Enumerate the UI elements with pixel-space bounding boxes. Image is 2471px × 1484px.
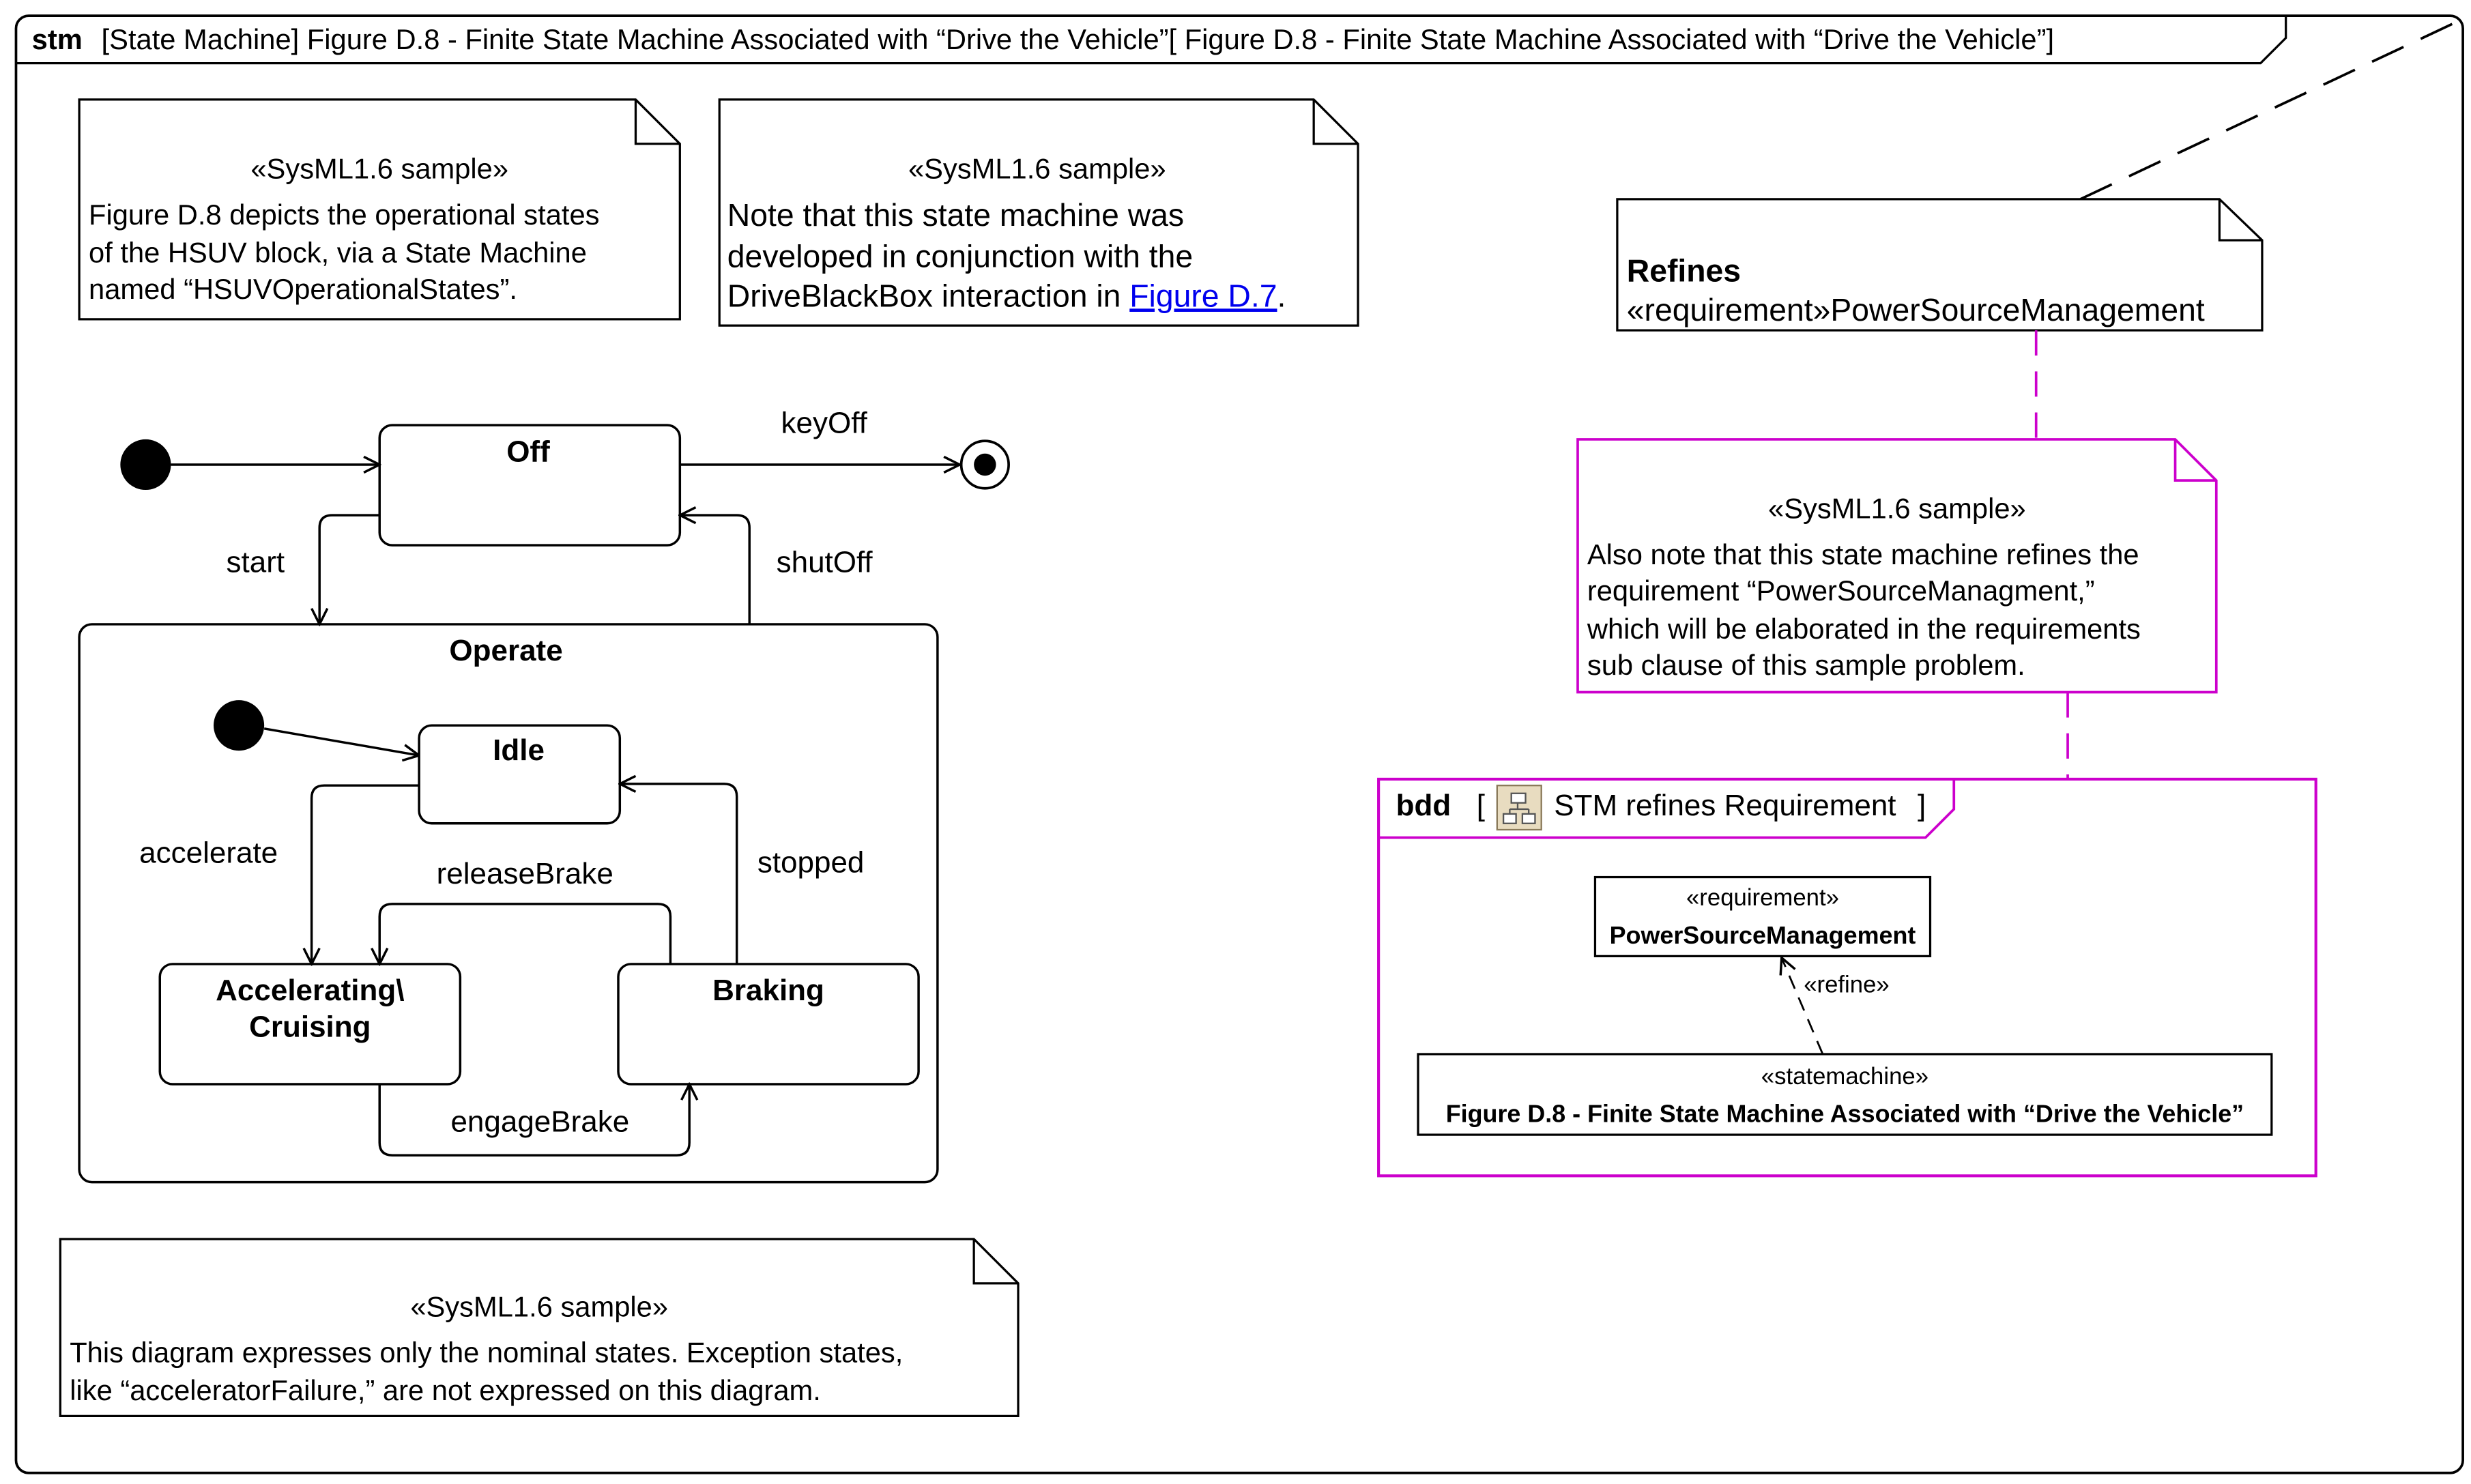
note-line: developed in conjunction with the	[727, 238, 1193, 274]
note-line: named “HSUVOperationalStates”.	[89, 273, 517, 305]
transition-releasebrake	[379, 903, 672, 964]
bdd-open-bracket: [	[1477, 789, 1485, 822]
refine-dependency	[1782, 958, 1824, 1055]
bdd-diagram-icon	[1496, 785, 1542, 831]
label-start: start	[227, 545, 285, 579]
transition-engagebrake	[378, 1084, 689, 1156]
note-line: Note that this state machine was	[727, 197, 1184, 233]
label-shutoff: shutOff	[777, 545, 873, 579]
bdd-keyword: bdd	[1396, 789, 1451, 822]
frame-title: [State Machine] Figure D.8 - Finite Stat…	[102, 23, 2055, 55]
label-stopped: stopped	[757, 846, 865, 879]
state-operate-name: Operate	[449, 634, 562, 667]
state-accelerating-cruising[interactable]: Accelerating\ Cruising	[158, 963, 462, 1086]
figure-d7-link[interactable]: Figure D.7	[1129, 278, 1277, 313]
note-nominal-states: «SysML1.6 sample» This diagram expresses…	[59, 1238, 1020, 1418]
label-engagebrake: engageBrake	[450, 1105, 629, 1138]
refine-label: «refine»	[1804, 972, 1890, 998]
note-text: DriveBlackBox interaction in	[727, 278, 1129, 313]
frame-keyword: stm	[32, 23, 83, 55]
transition-start	[319, 514, 380, 624]
requirement-stereotype: «requirement»	[1686, 885, 1839, 911]
note-line: This diagram expresses only the nominal …	[70, 1337, 903, 1369]
label-keyoff: keyOff	[781, 407, 868, 440]
operate-initial-pseudostate	[214, 700, 265, 751]
requirement-name: PowerSourceManagement	[1610, 922, 1916, 949]
note-line: which will be elaborated in the requirem…	[1587, 613, 2141, 645]
bdd-close-bracket: ]	[1918, 789, 1926, 822]
note-line: of the HSUV block, via a State Machine	[89, 237, 587, 269]
operate-initial-transition	[263, 727, 419, 755]
bdd-title: STM refines Requirement	[1554, 789, 1896, 822]
state-braking-name: Braking	[712, 974, 824, 1007]
state-cruising-name: Cruising	[249, 1010, 371, 1043]
transition-shutoff	[680, 515, 751, 624]
note-line: Also note that this state machine refine…	[1587, 538, 2139, 570]
note-line: DriveBlackBox interaction in Figure D.7.	[727, 278, 1286, 313]
note-text: .	[1277, 278, 1286, 313]
note-line: Figure D.8 depicts the operational state…	[89, 199, 599, 231]
state-off-name: Off	[506, 435, 550, 468]
note-stereotype: «SysML1.6 sample»	[250, 153, 508, 185]
refines-anchor-line	[2079, 18, 2463, 201]
note-line: requirement “PowerSourceManagment,”	[1587, 574, 2095, 607]
state-braking[interactable]: Braking	[617, 963, 920, 1086]
statemachine-name: Figure D.8 - Finite State Machine Associ…	[1446, 1101, 2244, 1128]
label-accelerate: accelerate	[139, 836, 278, 870]
transition-accelerate	[312, 784, 420, 964]
note-hsuv-states: «SysML1.6 sample» Figure D.8 depicts the…	[78, 98, 681, 321]
state-off[interactable]: Off	[378, 424, 682, 547]
transition-stopped	[620, 784, 738, 964]
stm-frame: stm [State Machine] Figure D.8 - Finite …	[14, 14, 2464, 1474]
initial-pseudostate	[120, 439, 171, 491]
label-releasebrake: releaseBrake	[437, 857, 613, 890]
final-state	[959, 439, 1010, 490]
state-accelerating-name: Accelerating\	[216, 974, 404, 1007]
bdd-frame: bdd [ STM refines Requirement ] «require…	[1377, 777, 2317, 1178]
requirement-block[interactable]: «requirement» PowerSourceManagement	[1593, 875, 1932, 957]
statemachine-block[interactable]: «statemachine» Figure D.8 - Finite State…	[1417, 1053, 2273, 1136]
refines-requirement: «requirement»PowerSourceManagement	[1627, 292, 2205, 328]
state-operate[interactable]: Operate	[78, 623, 939, 1184]
note-line: sub clause of this sample problem.	[1587, 649, 2025, 681]
state-idle[interactable]: Idle	[418, 724, 622, 825]
note-line: like “acceleratorFailure,” are not expre…	[70, 1374, 821, 1406]
refines-title: Refines	[1627, 252, 1741, 288]
refines-note: Refines «requirement»PowerSourceManageme…	[1616, 198, 2264, 332]
statemachine-stereotype: «statemachine»	[1761, 1064, 1928, 1090]
note-stereotype: «SysML1.6 sample»	[908, 153, 1166, 185]
note-refines-requirement: «SysML1.6 sample» Also note that this st…	[1576, 438, 2218, 694]
state-idle-name: Idle	[493, 733, 545, 767]
note-driveblackbox: «SysML1.6 sample» Note that this state m…	[718, 98, 1359, 327]
note-stereotype: «SysML1.6 sample»	[410, 1290, 668, 1322]
note-stereotype: «SysML1.6 sample»	[1768, 493, 2026, 525]
